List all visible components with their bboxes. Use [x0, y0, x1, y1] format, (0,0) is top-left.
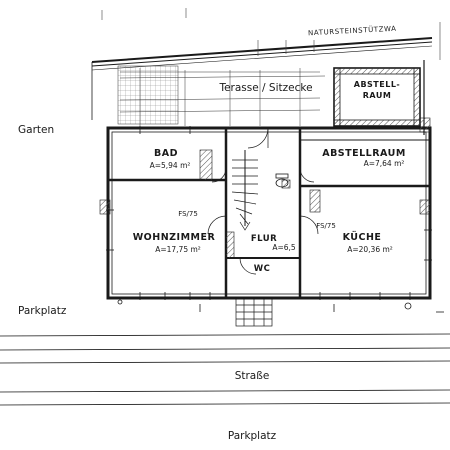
living-room-area: A=17,75 m²	[155, 245, 201, 254]
kitchen-label: KÜCHE	[342, 232, 382, 243]
bath-area: A=5,94 m²	[149, 161, 191, 170]
street-lines	[0, 333, 450, 406]
parking-bottom-label: Parkplatz	[227, 430, 277, 442]
kitchen-area: A=20,36 m²	[347, 245, 393, 254]
garden-label: Garten	[18, 124, 55, 136]
bath-label: BAD	[154, 148, 178, 159]
storage-right-label: ABSTELLRAUM	[322, 148, 406, 159]
terrace-label: Terasse / Sitzecke	[219, 82, 313, 94]
storage-room-top	[333, 60, 425, 135]
top-ticks	[101, 8, 441, 60]
windows	[106, 126, 432, 300]
wc-fixture	[275, 173, 289, 188]
living-room-label: WOHNZIMMER	[132, 232, 216, 243]
wc-label: WC	[253, 264, 271, 274]
hall-label: FLUR	[250, 234, 278, 244]
storage-top-label-2: RAUM	[362, 91, 392, 100]
street-label: Straße	[234, 370, 270, 382]
staircase	[231, 150, 259, 231]
wall-hatching	[99, 117, 431, 259]
outside-marks	[117, 299, 444, 313]
entrance-steps	[235, 297, 273, 327]
parking-left-label: Parkplatz	[18, 305, 67, 317]
hall-area: A=6,5	[272, 243, 296, 252]
height-right-label: FS/75	[316, 222, 336, 230]
height-left-label: FS/75	[178, 210, 198, 218]
door-swings	[207, 127, 319, 275]
terrace-sketch	[117, 65, 326, 126]
storage-right-area: A=7,64 m²	[363, 159, 405, 168]
storage-top-label-1: ABSTELL-	[353, 80, 401, 89]
